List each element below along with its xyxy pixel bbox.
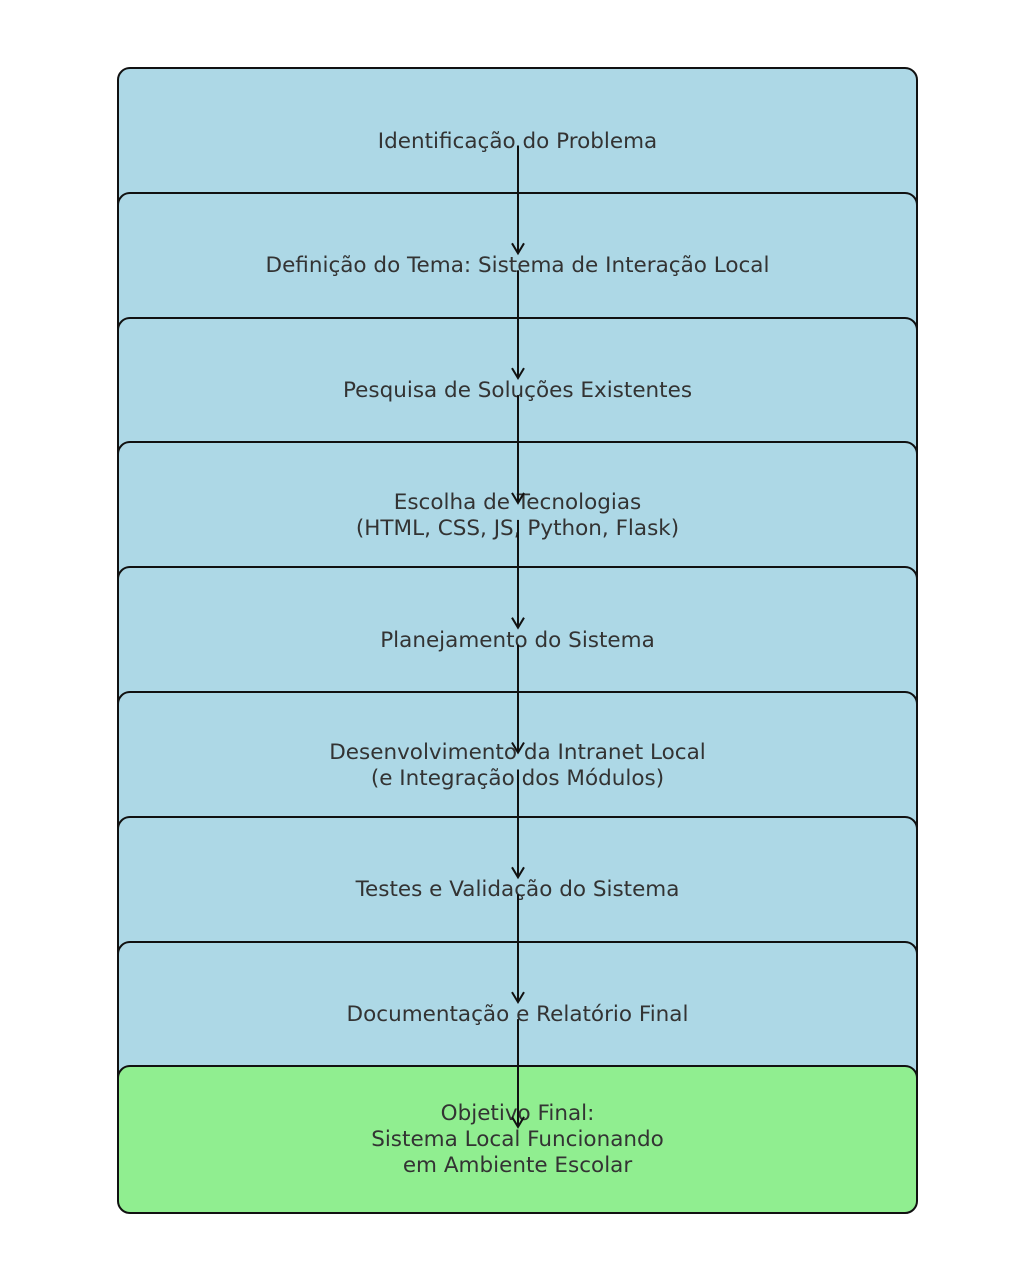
step-label: Planejamento do Sistema — [380, 627, 655, 653]
step-label: Escolha de Tecnologias (HTML, CSS, JS, P… — [355, 489, 680, 541]
step-label: Pesquisa de Soluções Existentes — [342, 378, 693, 404]
goal-label: Objetivo Final: Sistema Local Funcionand… — [371, 1100, 664, 1178]
step-label: Documentação e Relatório Final — [346, 1002, 689, 1028]
goal-box-objetivo-final: Objetivo Final: Sistema Local Funcionand… — [117, 1065, 918, 1215]
step-label: Identificação do Problema — [377, 128, 658, 154]
step-label: Desenvolvimento da Intranet Local (e Int… — [329, 739, 706, 791]
step-label: Definição do Tema: Sistema de Interação … — [265, 253, 770, 279]
step-label: Testes e Validação do Sistema — [355, 877, 680, 903]
